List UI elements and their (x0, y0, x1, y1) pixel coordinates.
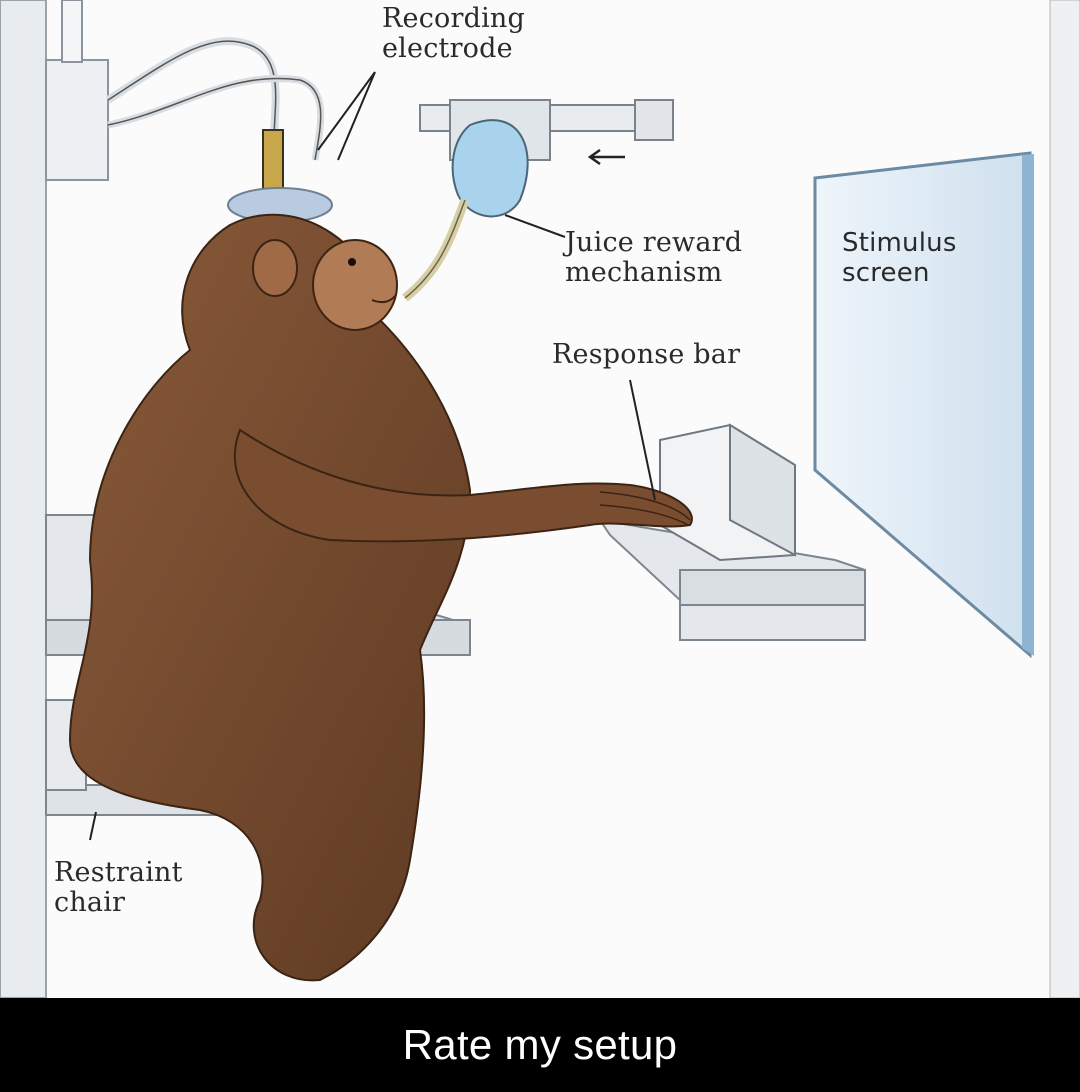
label-juice-line-1: Juice reward (565, 227, 743, 258)
label-recording-electrode: Recording electrode (382, 4, 525, 64)
stimulus-screen-shape (813, 151, 1032, 659)
label-recording-line-1: Recording (382, 3, 525, 34)
leader-electrode (317, 71, 376, 161)
label-restraint-chair: Restraint chair (54, 858, 183, 918)
label-stimulus-screen: Stimulus screen (842, 228, 957, 288)
juice-bottle (451, 119, 529, 218)
label-chair-line-2: chair (54, 887, 126, 918)
leader-chair (89, 811, 97, 841)
monkey-arm (234, 428, 693, 543)
label-response-line-1: Response bar (552, 339, 741, 370)
electrode-wall-box (45, 59, 109, 181)
direction-arrow (587, 148, 625, 166)
label-chair-line-1: Restraint (54, 857, 183, 888)
caption-bar: Rate my setup (0, 998, 1080, 1092)
caption-text: Rate my setup (402, 1021, 678, 1068)
monkey-face (312, 239, 398, 331)
label-juice-line-2: mechanism (565, 257, 723, 288)
monkey-body (68, 213, 472, 982)
lab-setup-drawing (0, 0, 1080, 998)
label-stimulus-line-2: screen (842, 258, 930, 288)
illustration: Recording electrode Juice reward mechani… (0, 0, 1080, 998)
leader-juice (504, 214, 566, 238)
leader-response (629, 379, 656, 501)
label-stimulus-line-1: Stimulus (842, 228, 957, 258)
label-response-bar: Response bar (552, 340, 740, 370)
label-juice-reward: Juice reward mechanism (565, 228, 742, 288)
label-recording-line-2: electrode (382, 33, 513, 64)
frame-left-post (0, 0, 47, 998)
frame-right-edge (1049, 0, 1080, 998)
